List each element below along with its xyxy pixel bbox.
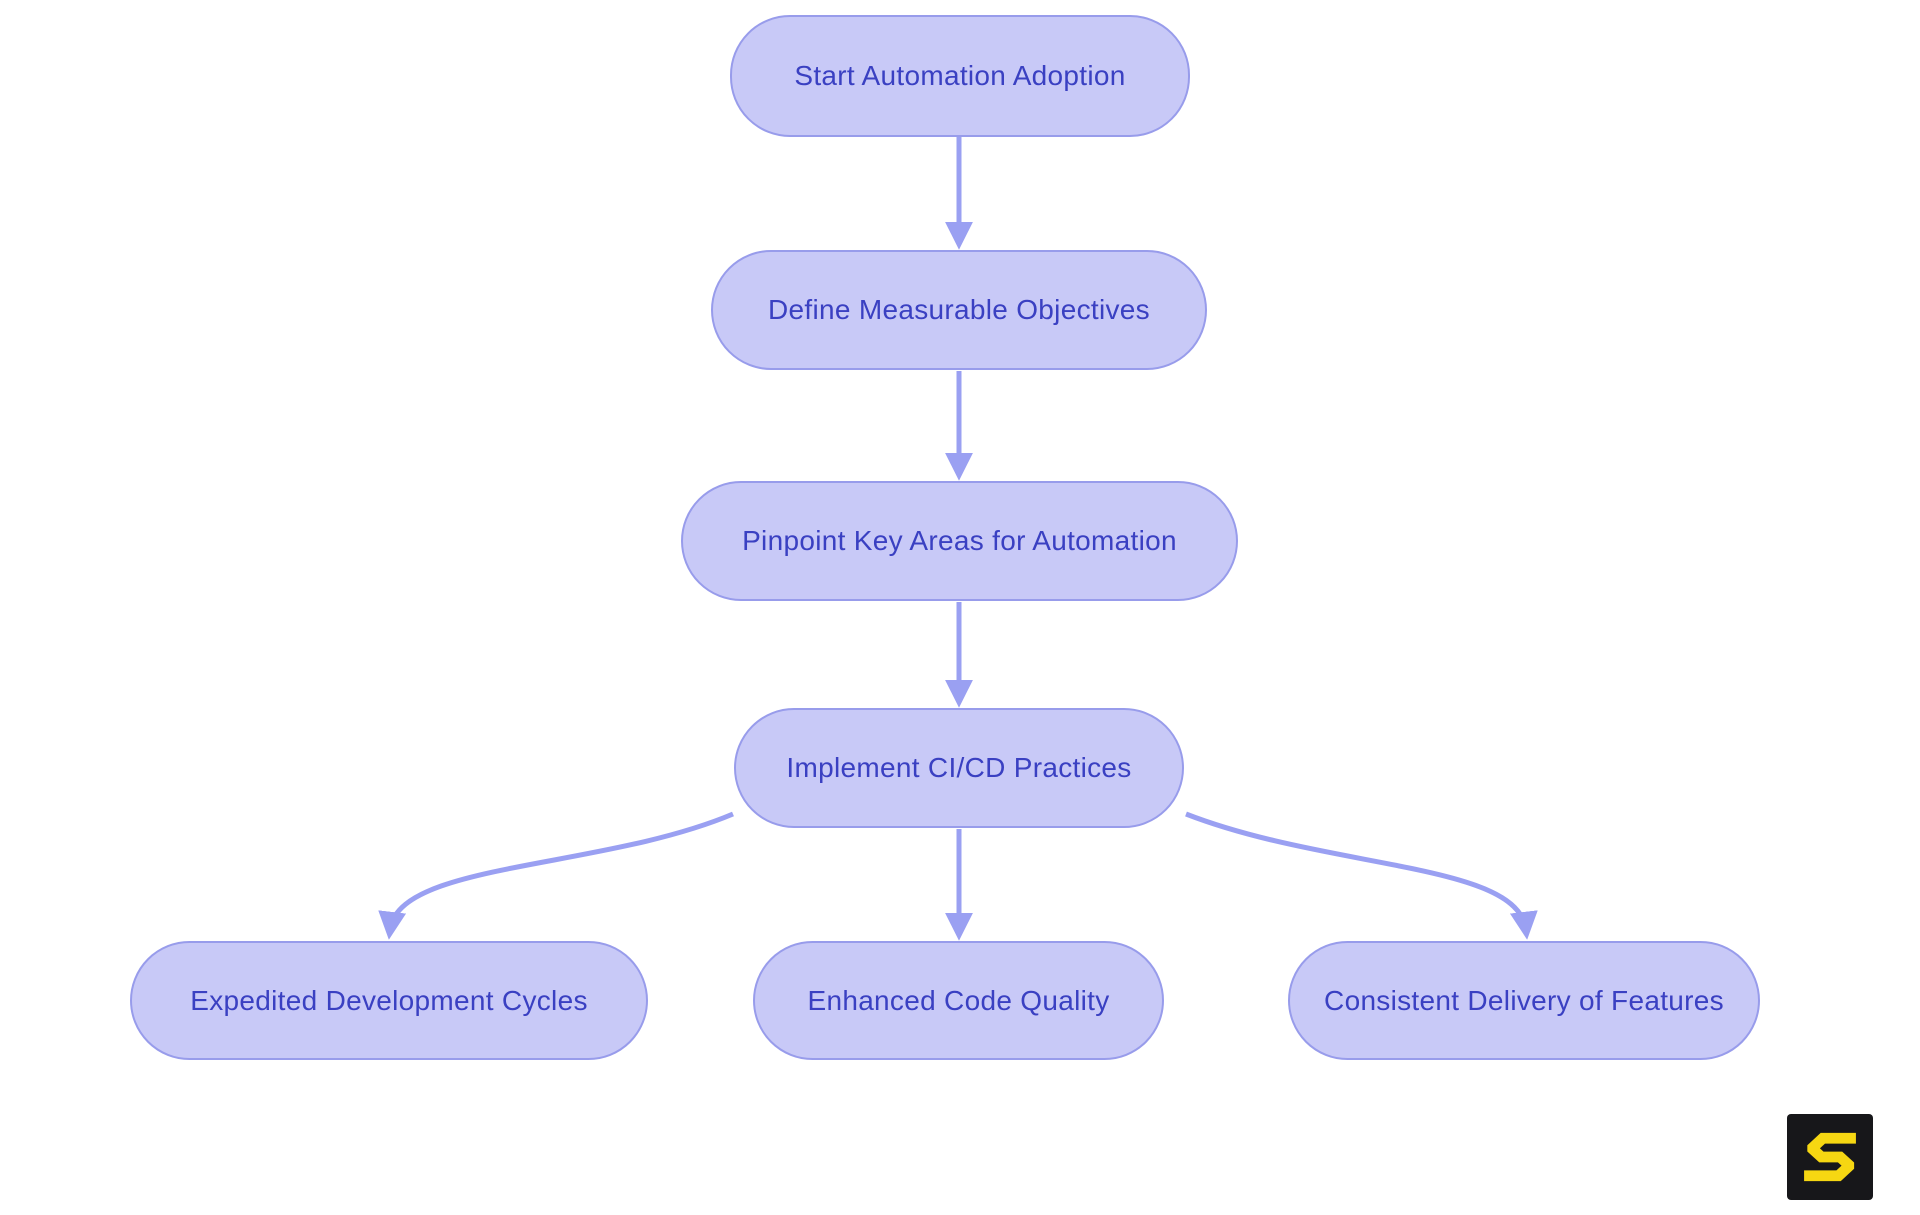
node-label: Expedited Development Cycles	[190, 984, 588, 1016]
edge-implement-to-expedited	[378, 811, 734, 940]
node-label: Define Measurable Objectives	[768, 294, 1150, 325]
node-label: Pinpoint Key Areas for Automation	[742, 525, 1177, 556]
node-label: Start Automation Adoption	[794, 60, 1126, 91]
node-enhanced-quality: Enhanced Code Quality	[753, 941, 1164, 1060]
edge-implement-to-consistent	[1185, 811, 1538, 940]
node-consistent-delivery: Consistent Delivery of Features	[1288, 941, 1760, 1060]
node-implement-cicd: Implement CI/CD Practices	[734, 708, 1184, 828]
node-label: Enhanced Code Quality	[807, 984, 1110, 1016]
brand-logo	[1787, 1114, 1873, 1200]
node-pinpoint-areas: Pinpoint Key Areas for Automation	[681, 481, 1238, 601]
node-label: Consistent Delivery of Features	[1324, 984, 1724, 1016]
node-label: Implement CI/CD Practices	[786, 752, 1132, 783]
s-logo-icon	[1804, 1132, 1856, 1182]
node-start-automation: Start Automation Adoption	[730, 15, 1190, 137]
node-define-objectives: Define Measurable Objectives	[711, 250, 1207, 370]
node-expedited-cycles: Expedited Development Cycles	[130, 941, 648, 1060]
